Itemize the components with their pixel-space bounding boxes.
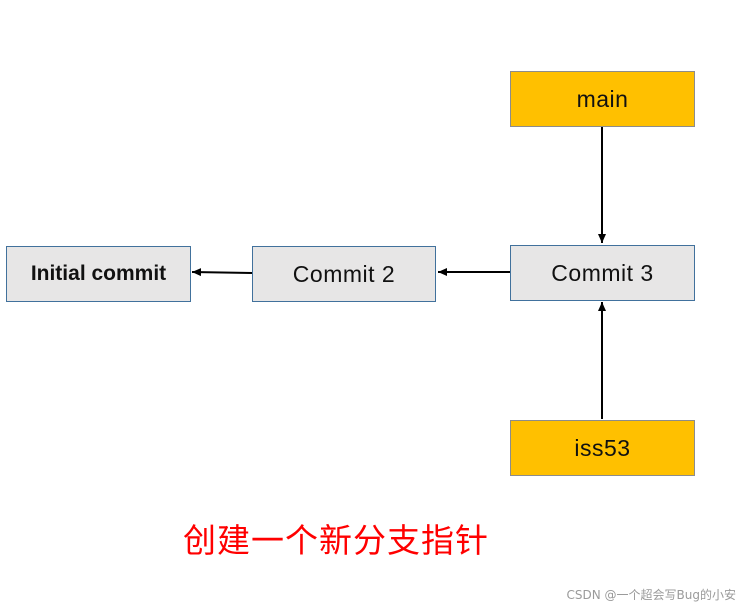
- initial-commit-label: Initial commit: [30, 262, 167, 285]
- initial-commit-node: Initial commit: [6, 246, 191, 302]
- csdn-watermark: CSDN @一个超会写Bug的小安: [566, 588, 736, 602]
- commit-3-label: Commit 3: [551, 259, 654, 286]
- commit-2-node: Commit 2: [252, 246, 436, 302]
- diagram-caption: 创建一个新分支指针: [183, 521, 489, 560]
- main-branch-node: main: [510, 71, 695, 127]
- commit-3-node: Commit 3: [510, 245, 695, 301]
- main-branch-label: main: [576, 85, 629, 112]
- arrow-commit-2-to-initial-commit: [191, 268, 253, 277]
- iss53-branch-label: iss53: [574, 434, 631, 461]
- iss53-branch-node: iss53: [510, 420, 695, 476]
- commit-2-label: Commit 2: [292, 260, 396, 287]
